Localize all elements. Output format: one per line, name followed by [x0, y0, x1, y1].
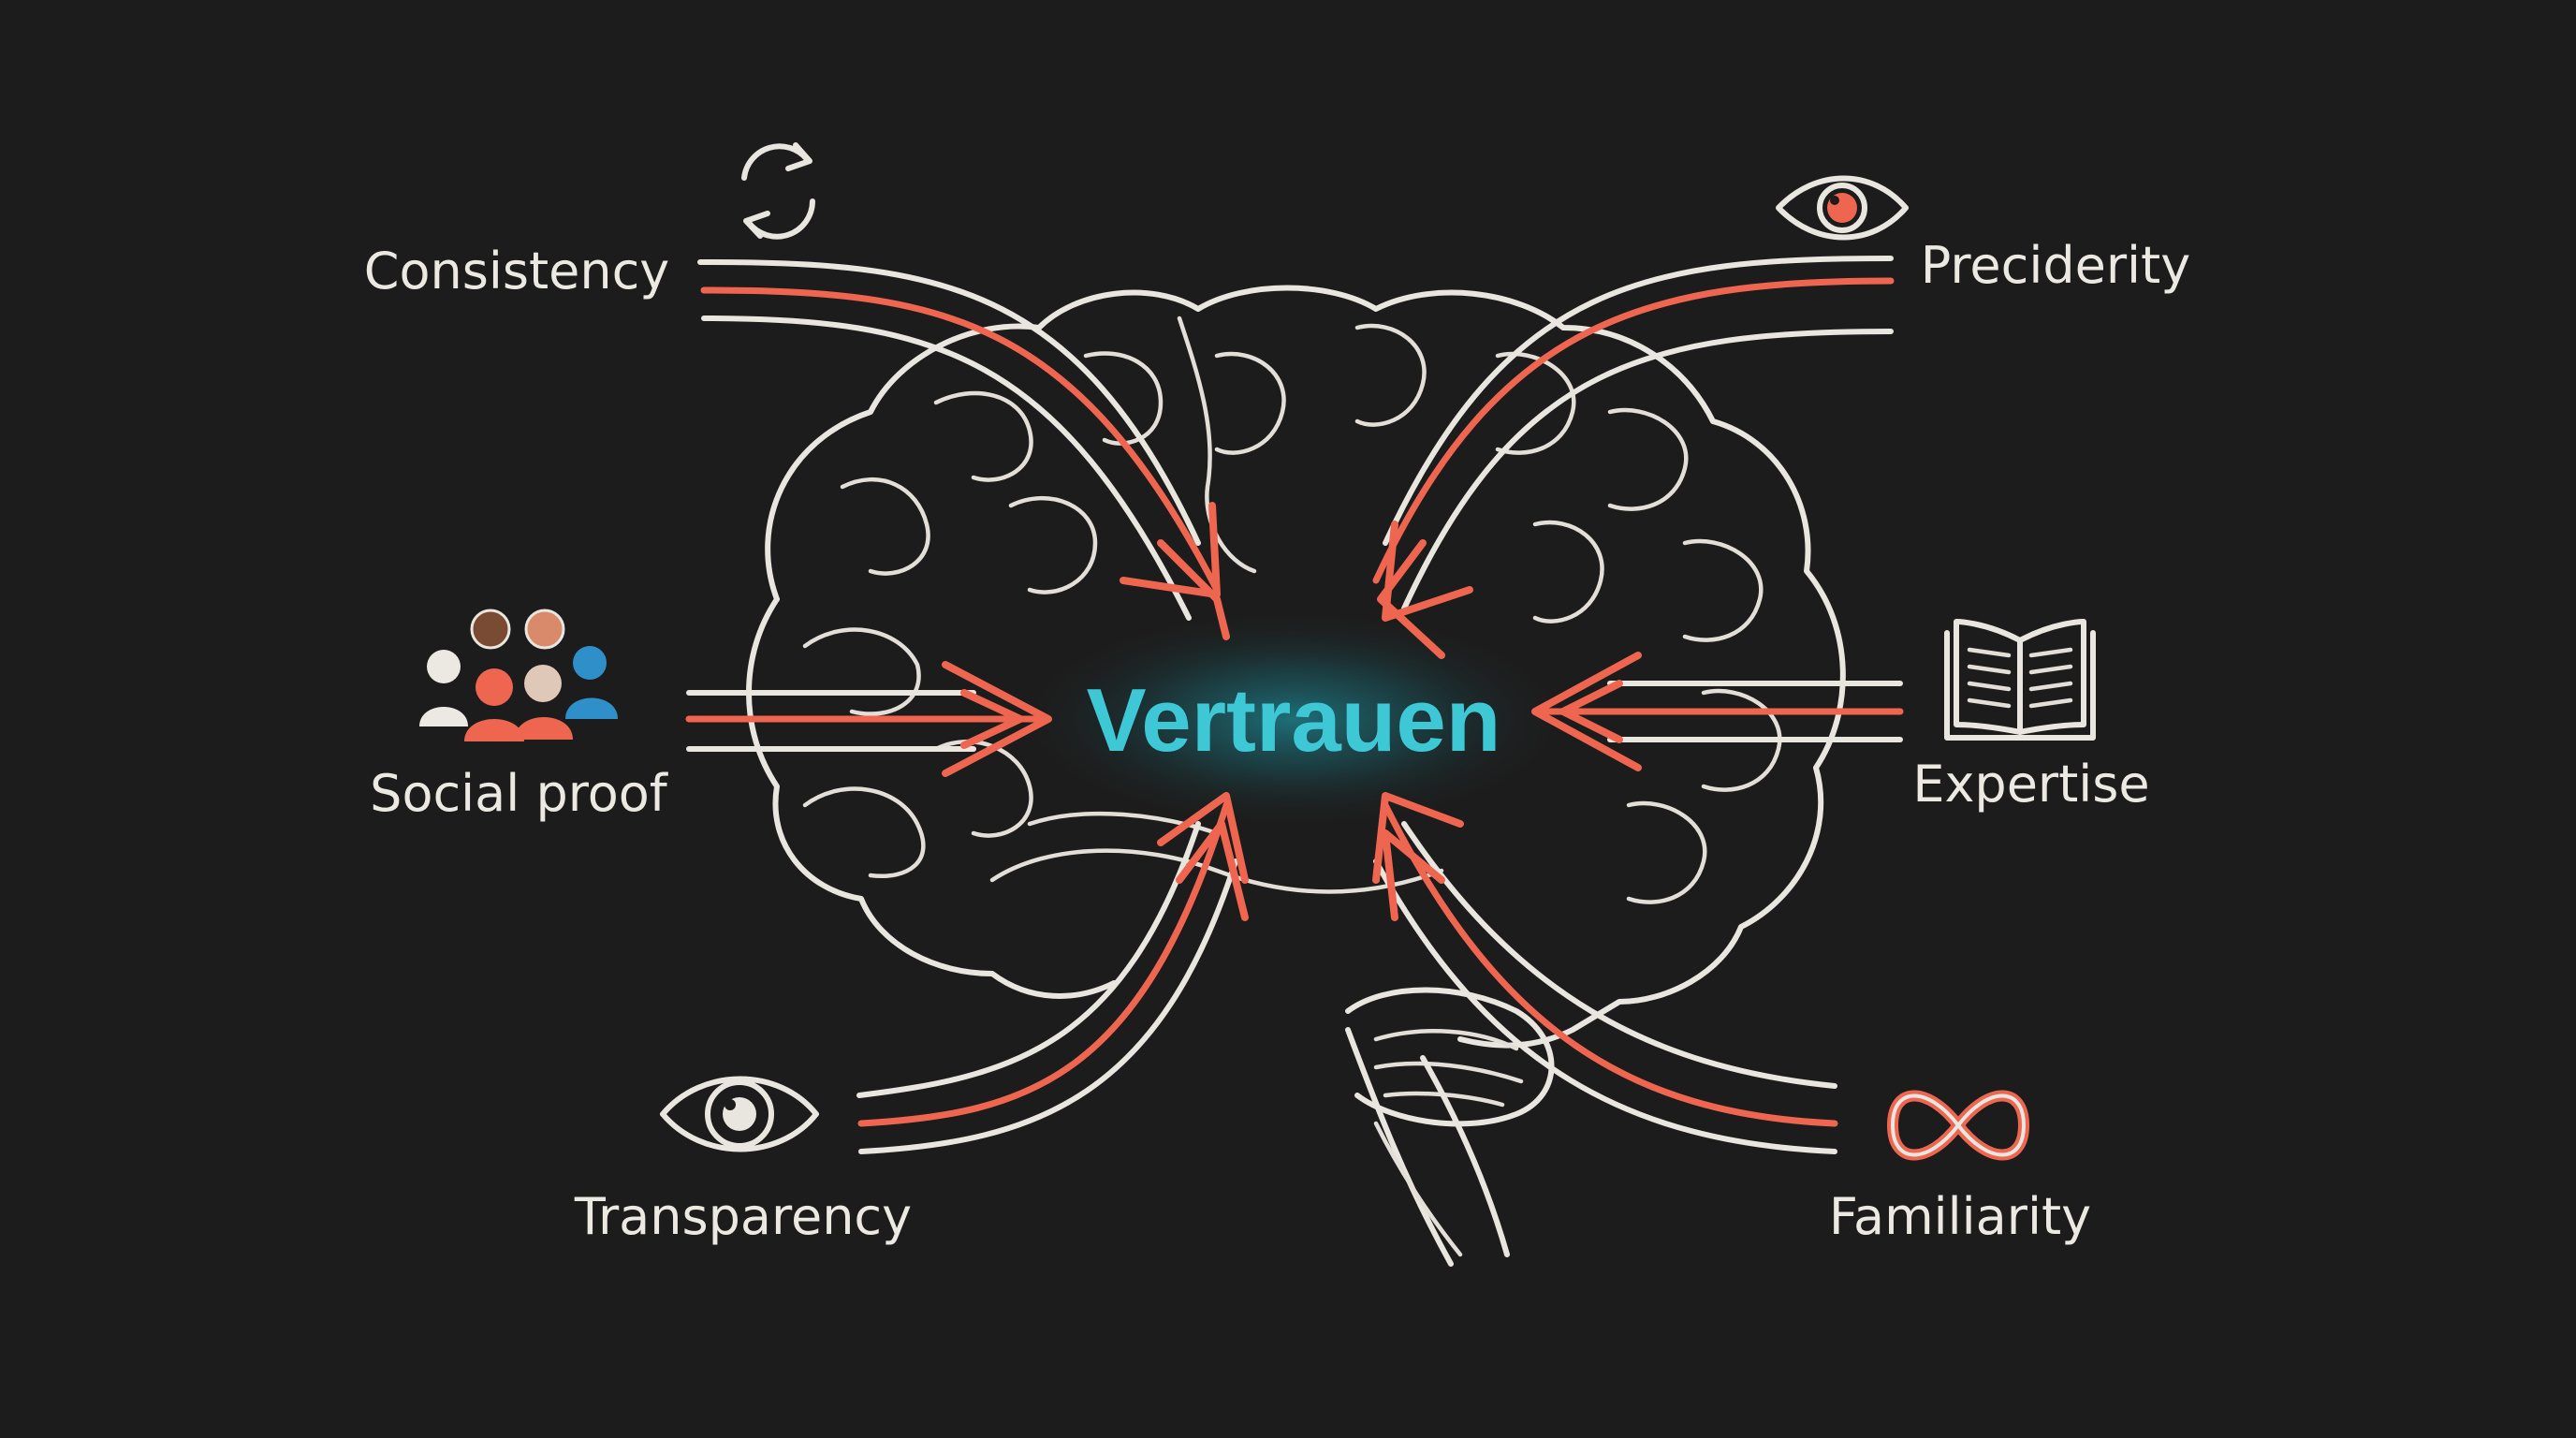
brain-illustration [746, 285, 1846, 1267]
factor-label-precidity: Preciderity [1921, 236, 2190, 295]
factor-label-familiarity: Familiarity [1829, 1187, 2091, 1246]
refresh-cycle-icon [741, 142, 815, 240]
eye-icon [660, 1076, 819, 1152]
factor-precidity: Preciderity [1776, 175, 2190, 295]
factor-label-consistency: Consistency [364, 242, 670, 301]
eye-icon [1776, 175, 1909, 241]
arrow-familiarity [1372, 792, 1838, 1154]
center-label: Vertrauen [1087, 670, 1501, 770]
factor-label-transparency: Transparency [574, 1187, 912, 1246]
arrow-transparency [856, 792, 1249, 1154]
factor-consistency: Consistency [364, 142, 815, 301]
factor-social-proof: Social proof [370, 609, 669, 823]
factor-transparency: Transparency [574, 1076, 912, 1246]
arrow-consistency [697, 259, 1230, 640]
infinity-icon [1886, 1090, 2030, 1161]
factor-familiarity: Familiarity [1829, 1090, 2091, 1246]
arrow-expertise [1531, 652, 1904, 771]
arrow-social-proof [685, 661, 1052, 777]
flow-arrows [685, 256, 1904, 1154]
open-book-icon [1944, 619, 2096, 741]
factor-expertise: Expertise [1912, 619, 2150, 814]
arrow-precidity [1372, 256, 1895, 659]
factor-label-social-proof: Social proof [370, 764, 669, 823]
factor-label-expertise: Expertise [1912, 755, 2149, 814]
people-group-icon [419, 609, 618, 741]
center-glow [1013, 607, 1574, 831]
